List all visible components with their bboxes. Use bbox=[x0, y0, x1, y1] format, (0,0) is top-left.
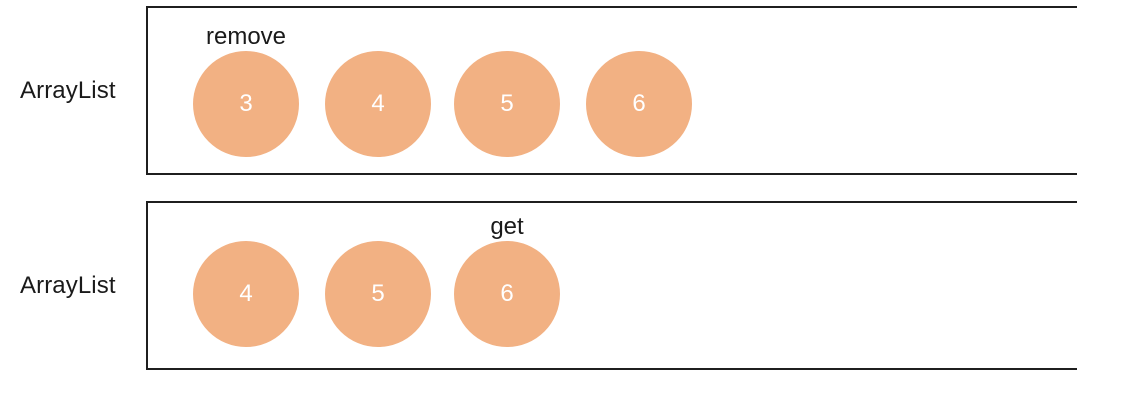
operation-label-get: get bbox=[490, 213, 524, 240]
list-container-before: remove 3 4 5 6 bbox=[146, 6, 1077, 175]
operation-label-remove: remove bbox=[205, 23, 287, 50]
element-value: 6 bbox=[632, 90, 646, 117]
list-item[interactable]: 4 bbox=[193, 241, 299, 347]
element-value: 5 bbox=[371, 280, 385, 307]
arraylist-row-after: ArrayList 4 5 get 6 bbox=[0, 201, 1148, 370]
list-item[interactable]: remove 3 bbox=[193, 25, 299, 157]
element-bubble[interactable]: 5 bbox=[454, 51, 560, 157]
element-bubble[interactable]: 3 bbox=[193, 51, 299, 157]
element-value: 4 bbox=[371, 90, 385, 117]
element-value: 3 bbox=[239, 90, 253, 117]
element-bubble[interactable]: 4 bbox=[193, 241, 299, 347]
list-container-after: 4 5 get 6 bbox=[146, 201, 1077, 370]
row-label-arraylist-after: ArrayList bbox=[20, 271, 116, 299]
element-value: 4 bbox=[239, 280, 253, 307]
element-bubble[interactable]: 4 bbox=[325, 51, 431, 157]
list-item[interactable]: 5 bbox=[454, 51, 560, 157]
element-bubble[interactable]: 5 bbox=[325, 241, 431, 347]
list-item[interactable]: get 6 bbox=[454, 215, 560, 347]
element-value: 6 bbox=[500, 280, 514, 307]
element-value: 5 bbox=[500, 90, 514, 117]
element-bubble[interactable]: 6 bbox=[586, 51, 692, 157]
arraylist-row-before: ArrayList remove 3 4 5 6 bbox=[0, 6, 1148, 175]
list-item[interactable]: 6 bbox=[586, 51, 692, 157]
element-bubble[interactable]: 6 bbox=[454, 241, 560, 347]
list-item[interactable]: 4 bbox=[325, 51, 431, 157]
row-label-arraylist-before: ArrayList bbox=[20, 76, 116, 104]
list-item[interactable]: 5 bbox=[325, 241, 431, 347]
